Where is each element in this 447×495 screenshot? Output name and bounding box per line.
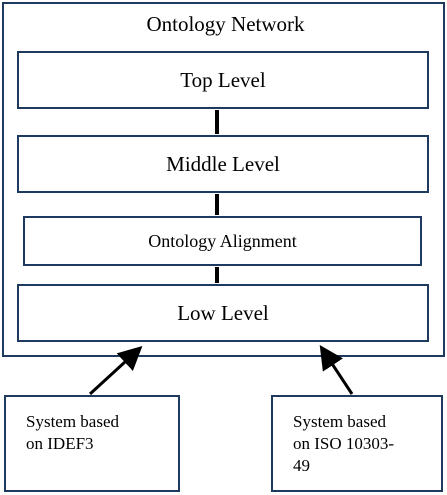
system-iso-line-2: on ISO 10303- bbox=[293, 434, 395, 453]
system-iso-box: System based on ISO 10303- 49 bbox=[271, 395, 443, 492]
arrow-idef3-to-low-level bbox=[88, 345, 143, 396]
system-idef3-box: System based on IDEF3 bbox=[4, 395, 180, 492]
middle-level-box: Middle Level bbox=[17, 135, 429, 193]
low-level-label: Low Level bbox=[177, 300, 269, 325]
system-idef3-line-1: System based bbox=[26, 412, 120, 431]
ontology-alignment-box: Ontology Alignment bbox=[23, 216, 422, 266]
system-idef3-line-2: on IDEF3 bbox=[26, 434, 94, 453]
system-iso-line-3: 49 bbox=[293, 456, 310, 475]
ontology-alignment-label: Ontology Alignment bbox=[148, 230, 297, 251]
arrow-iso-to-low-level bbox=[319, 344, 354, 395]
middle-level-label: Middle Level bbox=[166, 151, 280, 176]
top-level-box: Top Level bbox=[17, 51, 429, 109]
low-level-box: Low Level bbox=[17, 284, 429, 342]
top-level-label: Top Level bbox=[180, 67, 266, 92]
system-iso-line-1: System based bbox=[293, 412, 387, 431]
ontology-network-title: Ontology Network bbox=[146, 12, 305, 36]
